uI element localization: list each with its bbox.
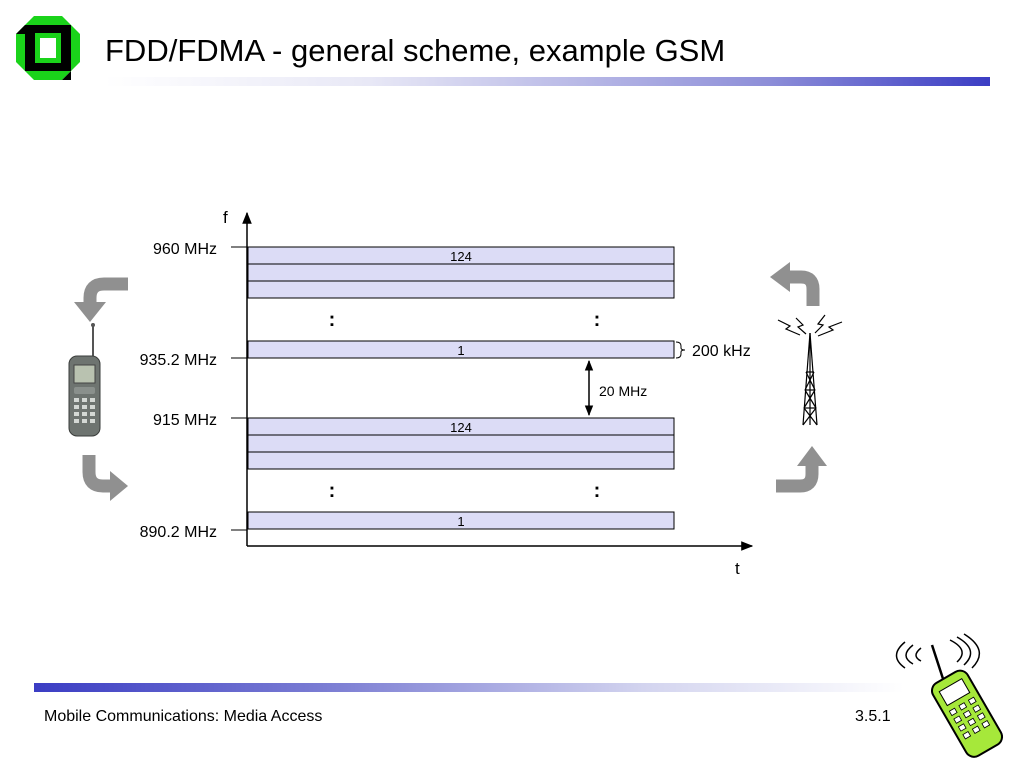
y-axis-label: f — [223, 208, 228, 227]
footer-title: Mobile Communications: Media Access — [44, 708, 323, 725]
downlink-channel-band — [247, 280, 675, 299]
uplink-channel-band — [247, 434, 675, 453]
channel-width-brace — [675, 341, 686, 359]
university-logo-icon — [16, 16, 80, 80]
ellipsis: : — [329, 309, 336, 331]
title-underline-bar — [104, 77, 990, 86]
footer-bar — [34, 683, 904, 692]
uplink-channel-1 — [247, 511, 675, 530]
uplink-channel-label-top: 124 — [450, 420, 472, 435]
channel-width-label: 200 kHz — [692, 343, 751, 360]
curved-arrow-icon — [776, 446, 827, 493]
ringing-phone-clipart-icon — [895, 633, 1004, 758]
freq-label-935: 935.2 MHz — [140, 352, 217, 369]
uplink-channel-band — [247, 451, 675, 470]
base-station-tower-icon — [777, 314, 843, 426]
ellipsis: : — [594, 480, 601, 502]
downlink-channel-label-top: 124 — [450, 249, 472, 264]
downlink-channel-band — [247, 263, 675, 282]
x-axis-label: t — [735, 559, 740, 578]
downlink-channel-1 — [247, 340, 675, 359]
mobile-phone-icon — [68, 323, 101, 437]
freq-label-915: 915 MHz — [153, 412, 217, 429]
curved-arrow-icon — [82, 455, 128, 501]
ellipsis: : — [329, 480, 336, 502]
curved-arrow-icon — [770, 262, 820, 306]
ellipsis: : — [594, 309, 601, 331]
duplex-spacing-label: 20 MHz — [599, 383, 647, 399]
curved-arrow-icon — [74, 277, 128, 322]
downlink-channel-label-bottom: 1 — [457, 343, 464, 358]
freq-label-960: 960 MHz — [153, 241, 217, 258]
freq-label-890: 890.2 MHz — [140, 524, 217, 541]
slide-title: FDD/FDMA - general scheme, example GSM — [105, 33, 726, 68]
page-number: 3.5.1 — [855, 708, 891, 725]
uplink-channel-label-bottom: 1 — [457, 514, 464, 529]
